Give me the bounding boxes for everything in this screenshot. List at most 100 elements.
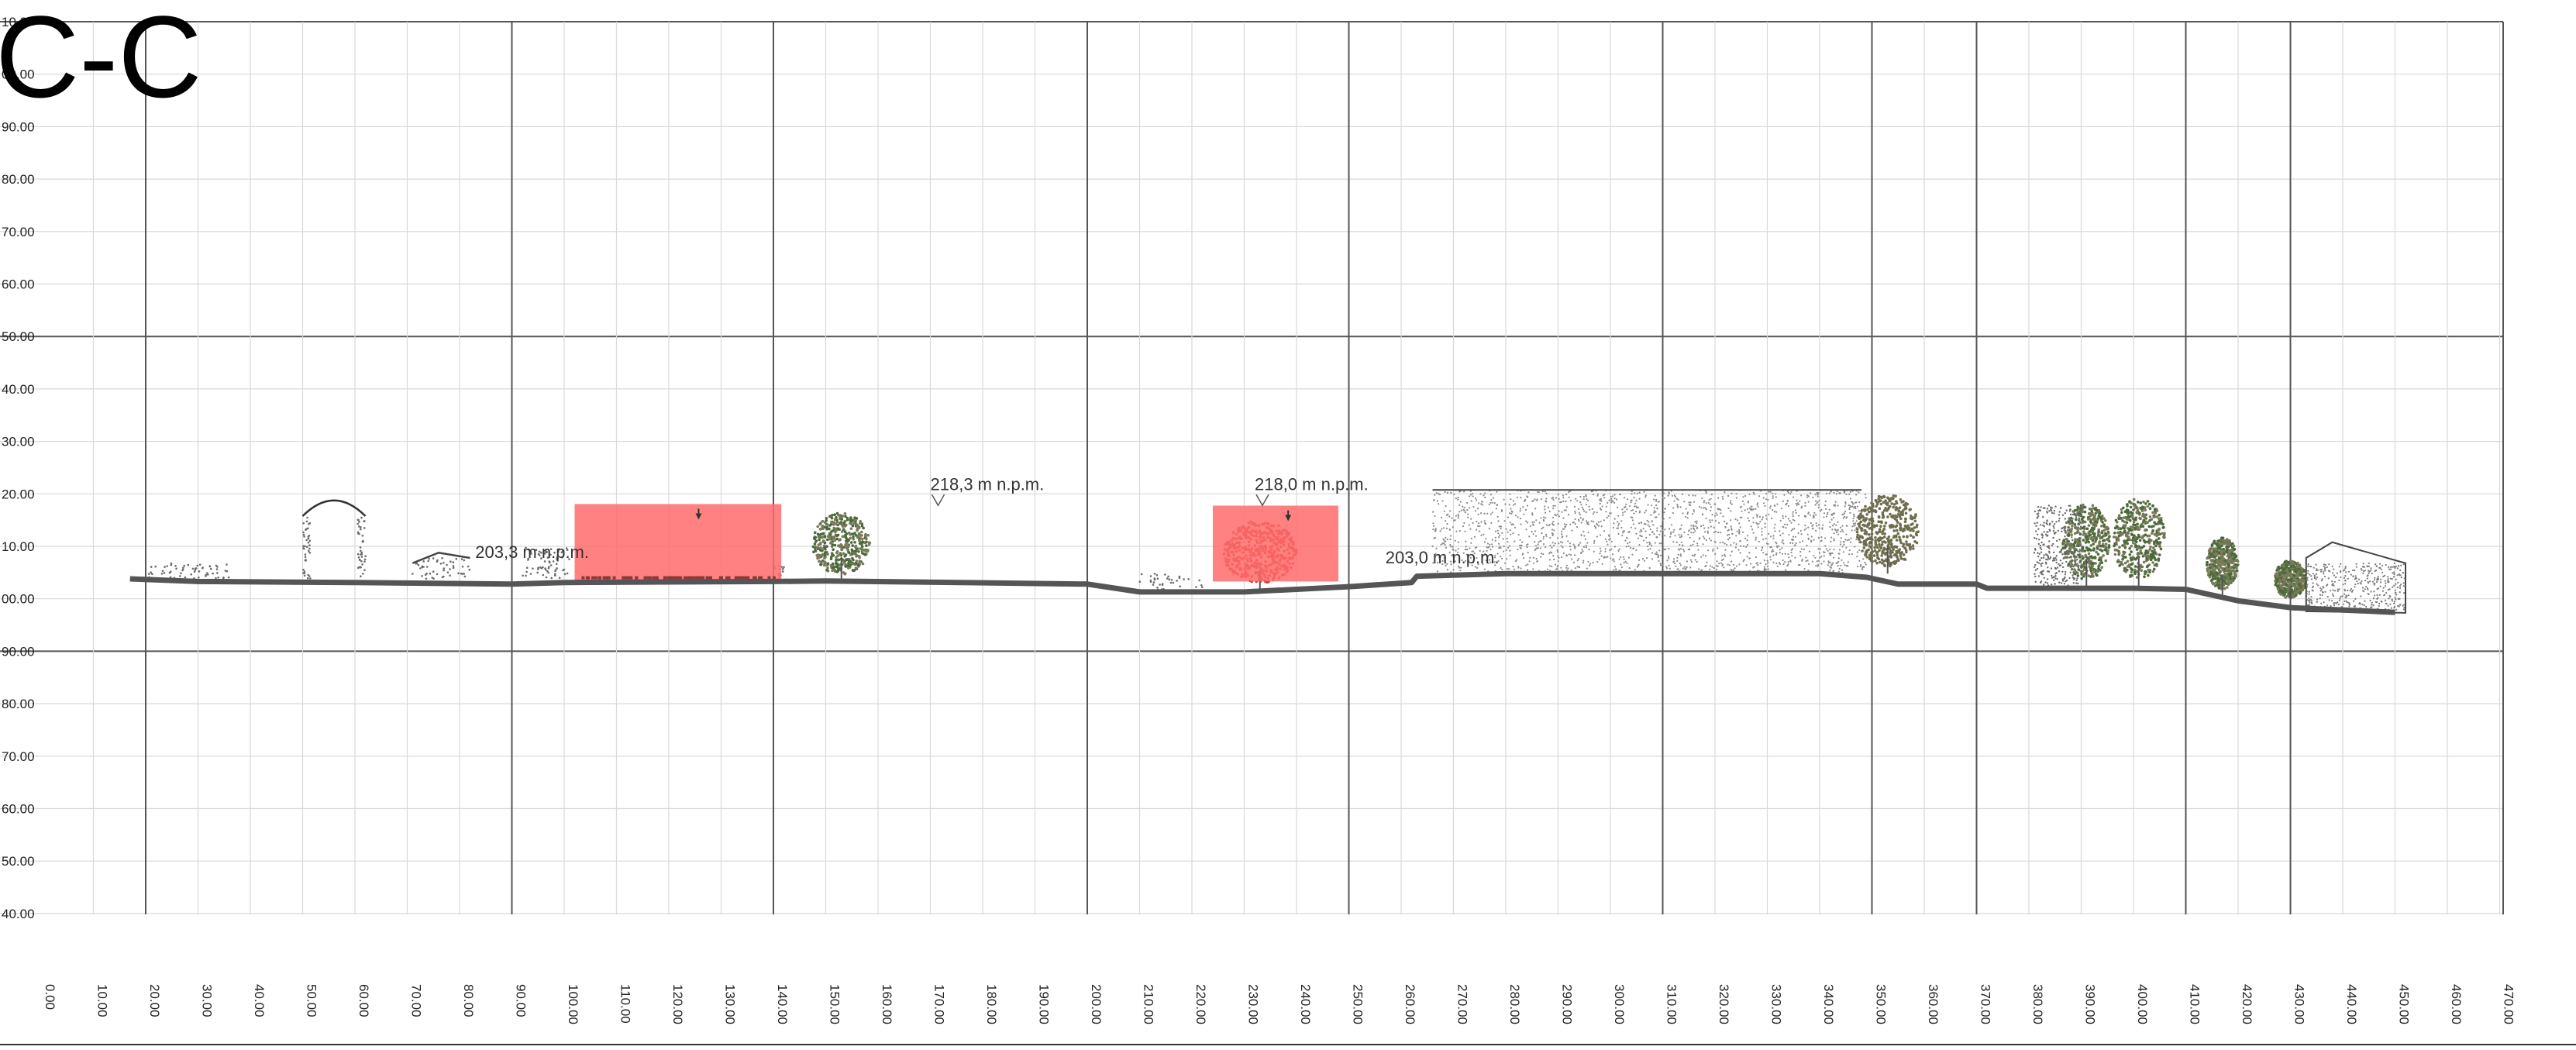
- point-cloud-dot: [1466, 509, 1469, 511]
- point-cloud-dot: [1765, 568, 1767, 571]
- tree-dot: [849, 527, 853, 531]
- point-cloud-dot: [1638, 491, 1641, 494]
- point-cloud-dot: [363, 560, 366, 563]
- point-cloud-dot: [1765, 498, 1767, 501]
- tree-dot: [833, 543, 837, 547]
- tree-dot: [847, 562, 850, 565]
- point-cloud-dot: [1554, 513, 1556, 516]
- tree-dot: [860, 548, 863, 551]
- tree-dot: [2079, 527, 2082, 530]
- point-cloud-dot: [307, 537, 310, 540]
- point-cloud-dot: [1752, 508, 1755, 511]
- tree-dot: [1886, 501, 1889, 504]
- point-cloud-dot: [1831, 528, 1834, 531]
- tree-dot: [2130, 570, 2133, 574]
- point-cloud-dot: [1659, 564, 1662, 566]
- tree-dot: [1899, 557, 1903, 560]
- elevation-tick-label: 00.00: [2, 592, 35, 607]
- point-cloud-dot: [1581, 506, 1583, 509]
- tree-dot: [1897, 510, 1900, 513]
- point-cloud-dot: [1686, 513, 1689, 515]
- point-cloud-dot: [1645, 556, 1648, 559]
- point-cloud-dot: [360, 549, 362, 553]
- tree-dot: [1879, 525, 1882, 528]
- point-cloud-dot: [1755, 508, 1757, 510]
- tree-dot: [2209, 573, 2213, 576]
- point-cloud-dot: [1631, 509, 1634, 511]
- point-cloud-dot: [1544, 508, 1546, 511]
- point-cloud-dot: [1646, 519, 1648, 522]
- tree-dot: [2162, 525, 2165, 529]
- point-cloud-dot: [305, 520, 308, 523]
- tree-dot: [1871, 559, 1874, 563]
- tree-dot: [2102, 528, 2106, 532]
- point-cloud-dot: [1593, 521, 1595, 523]
- point-cloud-dot: [1837, 560, 1840, 563]
- tree-dot: [1902, 553, 1906, 556]
- point-cloud-dot: [1803, 568, 1806, 570]
- point-cloud-dot: [468, 568, 471, 571]
- point-cloud-dot: [1785, 515, 1787, 518]
- point-cloud-dot: [1653, 498, 1655, 501]
- point-cloud-dot: [1565, 566, 1568, 569]
- point-cloud-dot: [1752, 532, 1755, 534]
- point-cloud-dot: [1525, 544, 1528, 546]
- point-cloud-dot: [1579, 495, 1582, 498]
- point-cloud-dot: [1458, 511, 1461, 513]
- point-cloud-dot: [1626, 562, 1628, 564]
- point-cloud-dot: [1794, 544, 1796, 546]
- point-cloud-dot: [1445, 564, 1447, 567]
- tree-dot: [838, 539, 841, 542]
- tree-dot: [828, 527, 831, 531]
- tree-dot: [1887, 539, 1890, 543]
- tree-dot: [842, 528, 845, 532]
- point-cloud-dot: [1434, 515, 1436, 518]
- tree-dot: [1905, 540, 1908, 543]
- point-cloud-dot: [1823, 512, 1826, 515]
- point-cloud-dot: [1673, 494, 1675, 497]
- tree-dot: [2097, 566, 2100, 570]
- point-cloud-dot: [1520, 567, 1522, 570]
- point-cloud-dot: [1732, 569, 1734, 571]
- point-cloud-dot: [1820, 556, 1823, 558]
- tree-dot: [2123, 516, 2127, 520]
- point-cloud-dot: [1782, 539, 1784, 542]
- point-cloud-dot: [1634, 511, 1638, 513]
- tree-dot: [829, 541, 832, 544]
- point-cloud-dot: [1548, 565, 1551, 567]
- point-cloud-dot: [1844, 510, 1847, 513]
- point-cloud-dot: [1735, 493, 1737, 495]
- tree-dot: [1877, 520, 1880, 523]
- tree-dot: [2144, 570, 2147, 573]
- tree-dot: [2100, 549, 2104, 553]
- tree-dot: [1914, 514, 1917, 518]
- point-cloud-dot: [1444, 559, 1446, 562]
- point-cloud-dot: [1682, 549, 1685, 551]
- point-cloud-dot: [1639, 531, 1641, 533]
- point-cloud-dot: [1790, 491, 1793, 493]
- point-cloud-dot: [1519, 544, 1521, 547]
- tree-dot: [2206, 561, 2209, 564]
- point-cloud-dot: [1653, 507, 1655, 509]
- tree-dot: [2070, 563, 2074, 566]
- tree-dot: [1882, 494, 1886, 498]
- point-cloud-dot: [1612, 526, 1614, 529]
- point-cloud-dot: [1528, 560, 1531, 563]
- point-cloud-dot: [452, 566, 455, 569]
- point-cloud-dot: [1827, 564, 1829, 566]
- point-cloud-dot: [1580, 534, 1582, 536]
- point-cloud-dot: [467, 565, 470, 568]
- point-cloud-dot: [1586, 567, 1588, 570]
- tree-dot: [1875, 524, 1879, 527]
- tree-dot: [2065, 521, 2068, 525]
- point-cloud-dot: [222, 577, 225, 579]
- point-cloud-dot: [1838, 549, 1841, 551]
- tree-dot: [1874, 559, 1877, 563]
- point-cloud-dot: [1688, 501, 1690, 504]
- point-cloud-dot: [1510, 512, 1513, 515]
- point-cloud-dot: [1762, 552, 1765, 554]
- point-cloud-dot: [1668, 557, 1670, 559]
- point-cloud-dot: [1556, 567, 1558, 570]
- point-cloud-dot: [1520, 544, 1523, 547]
- point-cloud-dot: [1510, 508, 1512, 510]
